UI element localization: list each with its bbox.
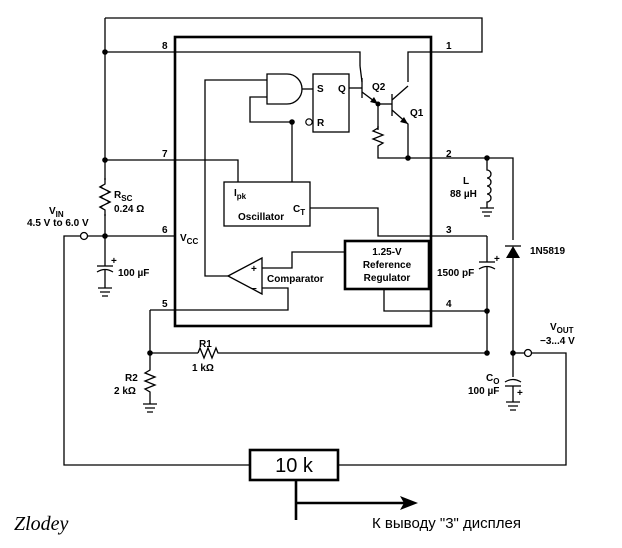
inductor-value: 88 µH [450,189,477,200]
potentiometer-10k [248,448,340,482]
ref-line2: Reference [363,260,412,271]
ic-package-outline [173,35,433,328]
ref-line3: Regulator [364,273,411,284]
diode-label: 1N5819 [530,246,565,257]
cin-plate-bottom [96,268,114,273]
display-pin-note: К выводу "3" дисплея [372,515,521,532]
r1-value: 1 kΩ [192,363,214,374]
sr-r-label: R [317,118,325,129]
vout-terminal [523,348,533,358]
pin6-label: 6 [162,225,168,236]
r2-value: 2 kΩ [114,386,136,397]
internal-resistor [371,126,408,159]
pin2-label: 2 [446,149,452,160]
wire-vin-to-pot [63,235,250,466]
wire-vout-to-pot [338,352,567,466]
ct-pin-label: CT [293,204,305,217]
r1-resistor [197,346,487,360]
and-gate [266,73,303,105]
inductor-label: L [463,176,469,187]
ref-line1: 1.25-V [372,247,402,258]
ct-cap-value: 1500 pF [437,268,474,279]
q2-label: Q2 [372,82,386,93]
wire-comp-minus [150,287,289,311]
co-value: 100 µF [468,386,499,397]
wire-top-loop [105,17,483,53]
oscillator-label: Oscillator [238,212,284,223]
comparator-triangle [226,256,263,296]
sr-s-label: S [317,84,324,95]
r2-label: R2 [125,373,138,384]
pin5-label: 5 [162,299,168,310]
ipk-label: Ipk [234,188,247,201]
co-plate-top [504,378,522,383]
wire-pin2 [408,157,514,240]
cin-value: 100 µF [118,268,149,279]
vout-label: VOUT [550,322,574,335]
wire-q2-collector [175,51,361,66]
q2-arrow [370,97,378,104]
q1-arrow [400,117,408,124]
sr-q-label: Q [338,84,346,95]
wire-ipk-sense [175,159,239,182]
rsc-value: 0.24 Ω [114,204,144,215]
junction-dot [289,119,295,125]
ct-cap-plus: + [494,254,500,265]
junction-dot [102,157,108,163]
author-signature: Zlodey [14,513,69,535]
junction-dot [375,101,381,107]
arrow-head-icon [400,496,418,510]
vin-label: VIN [49,206,64,219]
r2-resistor [143,353,157,404]
vin-terminal [79,231,89,241]
co-plus: + [517,388,523,399]
comp-minus-label: − [251,284,257,295]
rsc-resistor-zigzag [98,178,112,216]
wire-and-in2 [249,96,292,123]
r2-ground [143,403,157,413]
wire-pin4 [383,289,487,312]
vout-value: −3...4 V [540,336,575,347]
inductor-l [486,158,492,208]
q2-emitter [361,91,379,130]
wire-q1-collector [407,51,431,82]
pin1-label: 1 [446,41,452,52]
rsc-label: RSC [114,190,133,203]
pin8-label: 8 [162,41,168,52]
vcc-label: VCC [180,233,198,246]
oscillator-block [223,181,311,227]
cin-plus: + [111,256,117,267]
r1-label: R1 [199,339,212,350]
reference-regulator [343,239,431,291]
ct-cap-plate-bottom [478,265,496,270]
co-ground [506,386,520,411]
q1-label: Q1 [410,108,424,119]
wire-comparator-out [204,79,267,277]
q2-collector [359,65,363,83]
comp-plus-label: + [251,264,257,275]
sr-flipflop [312,73,350,133]
potentiometer-label: 10 k [275,455,314,477]
junction-dot [102,49,108,55]
q1-collector [391,85,409,101]
wire-ref-to-comp [262,251,345,269]
reset-bubble [305,118,313,126]
diode-1n5819 [506,246,520,258]
cin-ground [98,270,112,297]
inductor-ground [480,207,494,217]
pin3-label: 3 [446,225,452,236]
pin7-label: 7 [162,149,168,160]
co-label: CO [486,373,499,386]
comparator-label: Comparator [267,274,324,285]
vin-range-label: 4.5 V to 6.0 V [27,218,89,229]
q1-emitter [391,109,409,158]
wire-ct [310,207,487,237]
pin4-label: 4 [446,299,452,310]
